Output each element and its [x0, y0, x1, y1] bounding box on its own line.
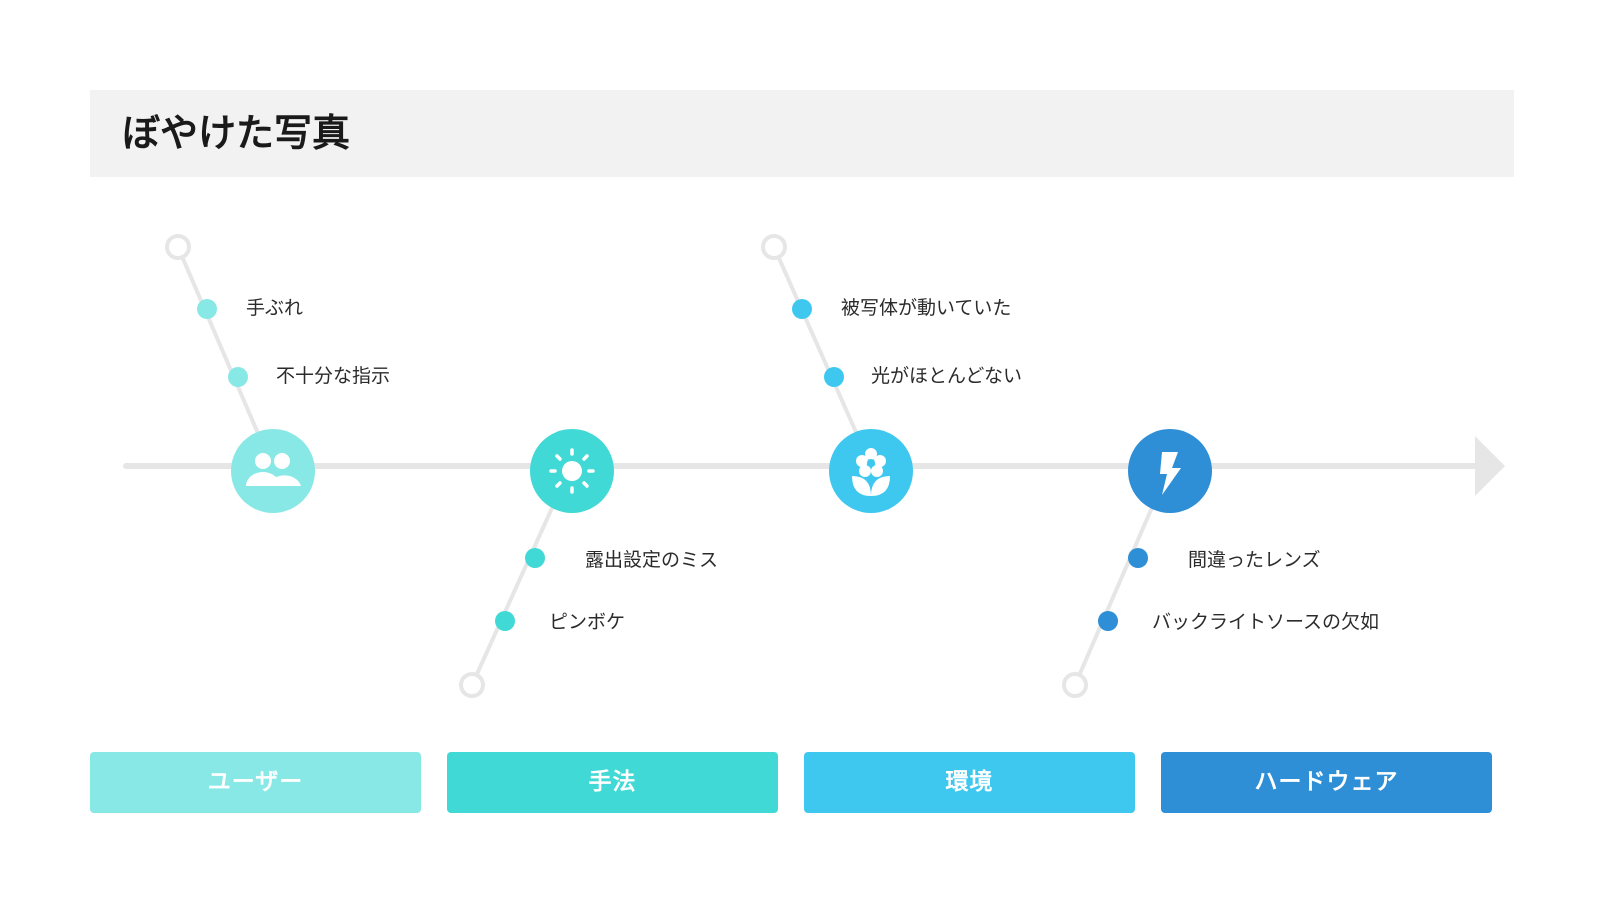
bone-line-3 — [772, 246, 873, 467]
cause-label: バックライトソースの欠如 — [1152, 611, 1380, 633]
bone-end-ring-3 — [761, 234, 787, 260]
lightning-icon — [1160, 452, 1181, 495]
cause-dot — [824, 367, 844, 387]
cause-label: 手ぶれ — [246, 297, 304, 319]
cause-dot — [792, 299, 812, 319]
bone-end-ring-4 — [1062, 672, 1088, 698]
spine-arrowhead — [1475, 436, 1505, 496]
category-label-hardware: ハードウェア — [1161, 752, 1492, 813]
cause-dot — [495, 611, 515, 631]
cause-label: 光がほとんどない — [871, 365, 1023, 387]
cause-label: 露出設定のミス — [585, 549, 719, 571]
bone-line-1 — [176, 246, 274, 467]
bone-end-ring-1 — [165, 234, 191, 260]
cause-label: 不十分な指示 — [276, 365, 391, 387]
cause-label: 被写体が動いていた — [841, 297, 1012, 319]
category-node-environment — [829, 429, 913, 513]
header-bar: ぼやけた写真 — [90, 90, 1514, 177]
cause-dot — [197, 299, 217, 319]
cause-label: ピンボケ — [549, 611, 626, 633]
cause-dot — [228, 367, 248, 387]
cause-label: 間違ったレンズ — [1188, 549, 1321, 571]
category-label-environment: 環境 — [804, 752, 1135, 813]
cause-dot — [1098, 611, 1118, 631]
category-node-method — [530, 429, 614, 513]
category-node-user — [231, 429, 315, 513]
users-icon — [246, 453, 301, 486]
sun-icon — [549, 448, 595, 494]
cause-dot — [1128, 548, 1148, 568]
bone-end-ring-2 — [459, 672, 485, 698]
cause-dot — [525, 548, 545, 568]
flower-icon — [852, 448, 890, 496]
flower-center — [867, 459, 875, 467]
category-node-hardware — [1128, 429, 1212, 513]
category-label-method: 手法 — [447, 752, 778, 813]
category-label-user: ユーザー — [90, 752, 421, 813]
page-title: ぼやけた写真 — [122, 111, 351, 155]
